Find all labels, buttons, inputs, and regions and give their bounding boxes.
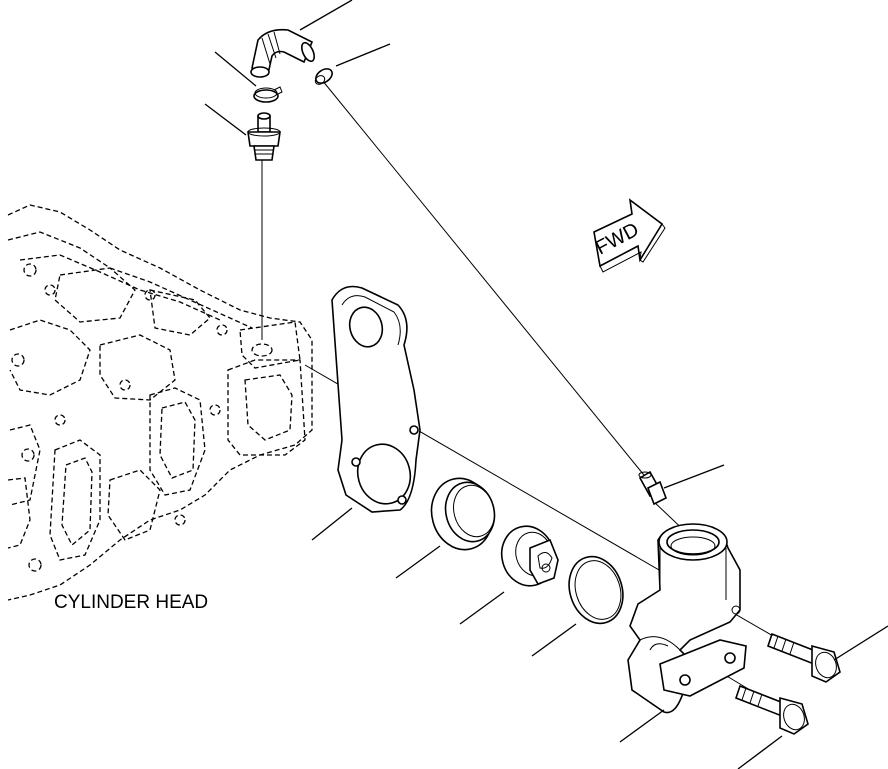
hose-clamp-part xyxy=(253,86,283,103)
flange-bolt-upper-part xyxy=(767,632,841,683)
thermostat-part xyxy=(500,525,559,587)
connector-fitting-part xyxy=(247,112,281,161)
hose-cap-part xyxy=(314,68,333,85)
gasket-plate-part xyxy=(331,285,421,513)
hose-part xyxy=(250,28,315,78)
flange-bolt-lower-part xyxy=(735,684,809,735)
cylinder-head-label: CYLINDER HEAD xyxy=(54,592,208,613)
thermostat-housing-part xyxy=(627,523,747,714)
leader-lines xyxy=(204,0,888,769)
fwd-label: FWD xyxy=(592,219,643,260)
cylinder-head-outline xyxy=(7,204,313,601)
o-ring-part xyxy=(568,555,624,625)
seal-ring-part xyxy=(430,477,496,551)
small-fitting-part xyxy=(638,470,668,506)
fwd-arrow-icon: FWD xyxy=(592,198,666,273)
